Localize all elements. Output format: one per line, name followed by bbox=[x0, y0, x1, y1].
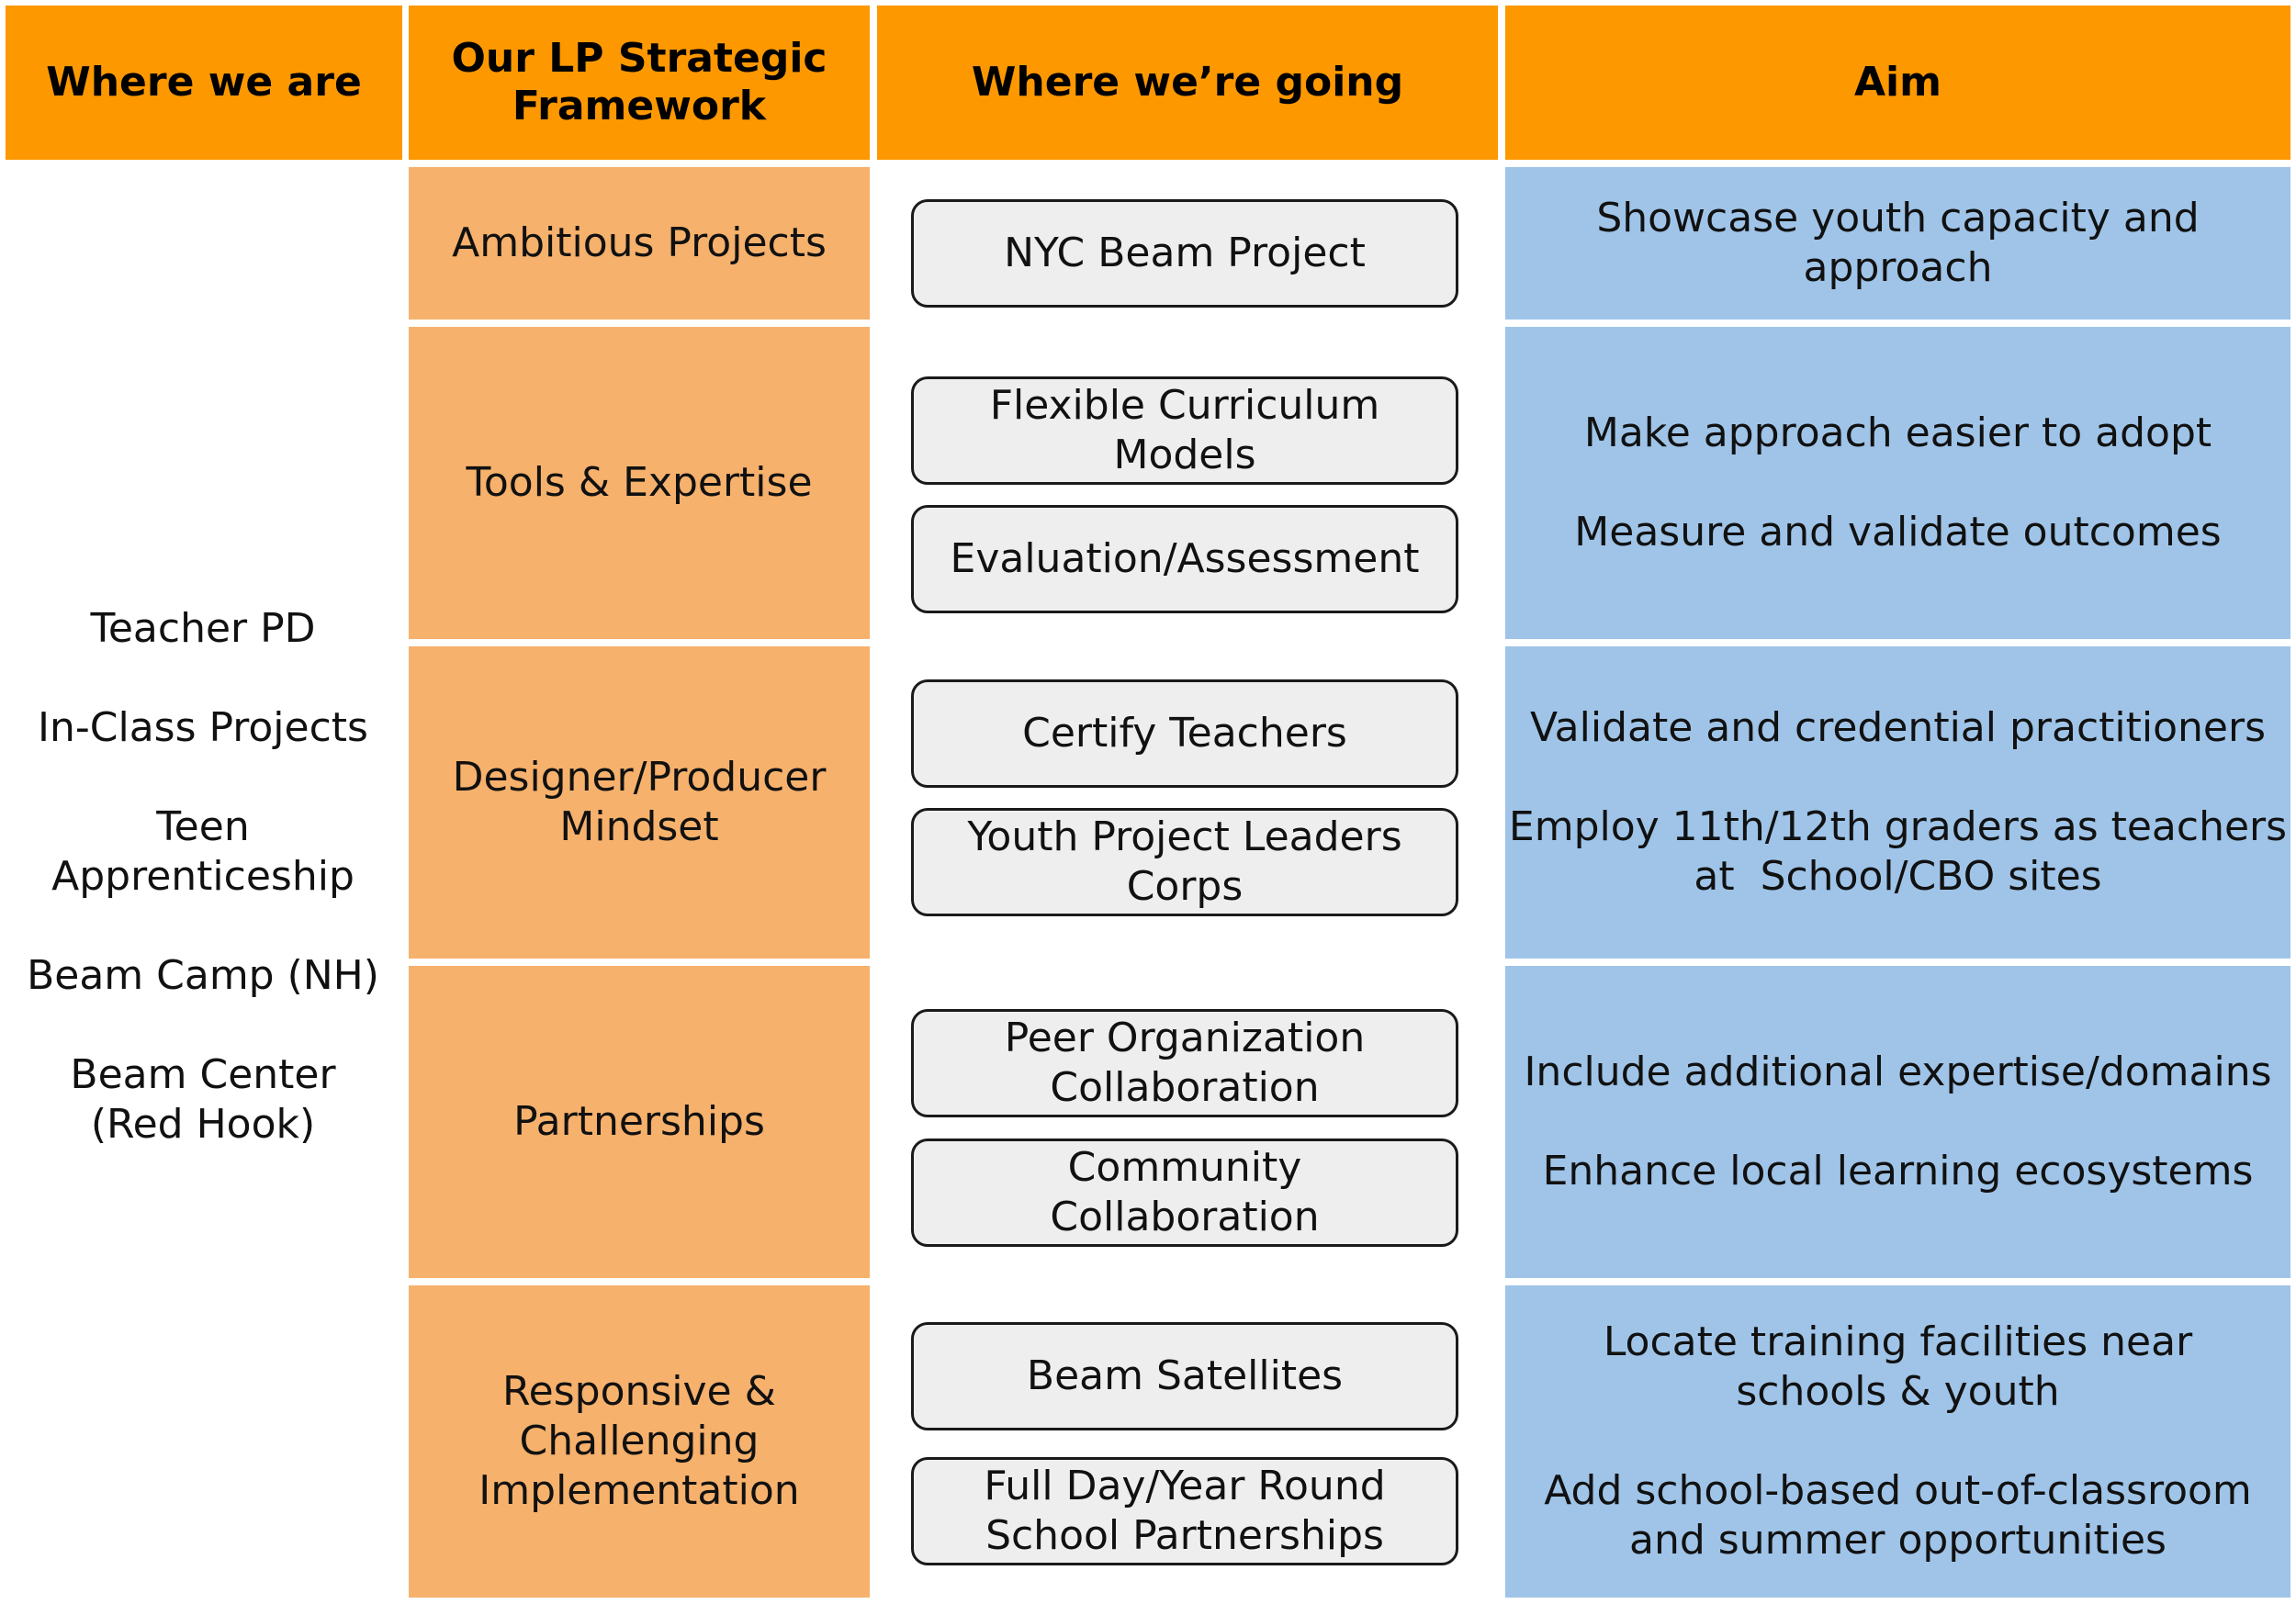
aim-row-1: Showcase youth capacity and approach bbox=[1505, 167, 2290, 320]
going-community-collaboration: Community Collaboration bbox=[911, 1139, 1458, 1247]
going-peer-organization-collaboration: Peer Organization Collaboration bbox=[911, 1009, 1458, 1117]
going-certify-teachers: Certify Teachers bbox=[911, 679, 1458, 788]
aim-row-3: Validate and credential practitioners Em… bbox=[1505, 646, 2290, 959]
aim-row-4: Include additional expertise/domains Enh… bbox=[1505, 966, 2290, 1278]
framework-ambitious-projects: Ambitious Projects bbox=[409, 167, 870, 320]
header-aim: Aim bbox=[1505, 6, 2290, 160]
going-flexible-curriculum-models: Flexible Curriculum Models bbox=[911, 376, 1458, 485]
framework-partnerships: Partnerships bbox=[409, 966, 870, 1278]
going-evaluation-assessment: Evaluation/Assessment bbox=[911, 505, 1458, 613]
going-full-day-year-round: Full Day/Year Round School Partnerships bbox=[911, 1457, 1458, 1565]
header-where-going: Where we’re going bbox=[877, 6, 1498, 160]
where-item-teacher-pd: Teacher PD bbox=[90, 605, 316, 652]
going-nyc-beam-project: NYC Beam Project bbox=[911, 199, 1458, 308]
where-item-in-class-projects: In-Class Projects bbox=[38, 704, 368, 751]
aim-row-2: Make approach easier to adopt Measure an… bbox=[1505, 327, 2290, 639]
framework-tools-expertise: Tools & Expertise bbox=[409, 327, 870, 639]
header-where-we-are: Where we are bbox=[6, 6, 402, 160]
header-where-going-label: Where we’re going bbox=[971, 59, 1404, 106]
where-item-beam-center: Beam Center(Red Hook) bbox=[70, 1051, 336, 1148]
framework-designer-producer-mindset: Designer/Producer Mindset bbox=[409, 646, 870, 959]
header-lp-framework-line2: Framework bbox=[512, 83, 767, 129]
going-youth-project-leaders-corps: Youth Project Leaders Corps bbox=[911, 808, 1458, 916]
header-lp-framework-line1: Our LP Strategic bbox=[451, 35, 827, 82]
going-beam-satellites: Beam Satellites bbox=[911, 1322, 1458, 1430]
header-where-we-are-label: Where we are bbox=[46, 59, 362, 106]
header-lp-framework: Our LP Strategic Framework bbox=[409, 6, 870, 160]
aim-row-5: Locate training facilities near schools … bbox=[1505, 1285, 2290, 1598]
header-aim-label: Aim bbox=[1854, 59, 1941, 106]
where-item-beam-camp: Beam Camp (NH) bbox=[27, 952, 379, 999]
framework-responsive-implementation: Responsive & Challenging Implementation bbox=[409, 1285, 870, 1598]
